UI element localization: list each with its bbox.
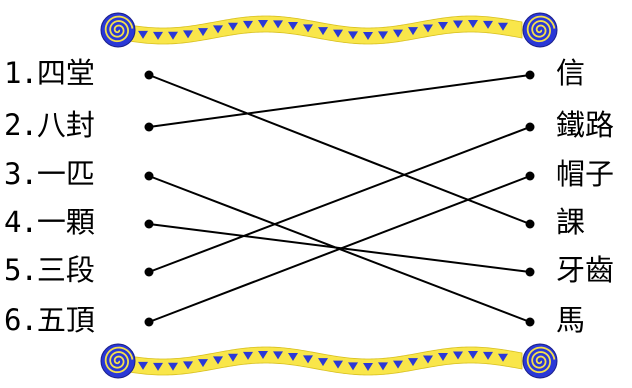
left-item-1: 1.四堂	[4, 59, 95, 88]
right-dot[interactable]	[526, 268, 535, 277]
right-dot[interactable]	[526, 123, 535, 132]
left-item-5: 5.三段	[4, 256, 95, 285]
left-item-6: 6.五頂	[4, 306, 95, 335]
item-number: 3.	[4, 157, 37, 191]
bottom-decorative-border	[101, 344, 557, 378]
measure-word: 三段	[37, 253, 95, 287]
left-dot[interactable]	[145, 318, 154, 327]
right-dot[interactable]	[526, 71, 535, 80]
item-number: 5.	[4, 253, 37, 287]
measure-word: 一顆	[37, 205, 95, 239]
left-dot[interactable]	[145, 172, 154, 181]
left-item-4: 4.一顆	[4, 208, 95, 237]
left-dot[interactable]	[145, 268, 154, 277]
connection-line	[149, 75, 530, 127]
right-item-1: 信	[556, 59, 585, 88]
right-item-5: 牙齒	[556, 256, 614, 285]
right-dot[interactable]	[526, 318, 535, 327]
wavy-ribbon	[112, 347, 522, 375]
right-item-3: 帽子	[556, 160, 614, 189]
spiral-icon	[523, 344, 557, 378]
measure-word: 四堂	[37, 56, 95, 90]
spiral-icon	[101, 13, 135, 47]
left-dot[interactable]	[145, 220, 154, 229]
connection-lines	[149, 75, 530, 322]
wavy-ribbon	[112, 16, 522, 44]
right-dot[interactable]	[526, 172, 535, 181]
item-number: 6.	[4, 303, 37, 337]
right-item-4: 課	[556, 208, 585, 237]
right-item-6: 馬	[556, 306, 585, 335]
spiral-icon	[523, 13, 557, 47]
spiral-icon	[101, 344, 135, 378]
left-dot[interactable]	[145, 71, 154, 80]
item-number: 4.	[4, 205, 37, 239]
measure-word: 五頂	[37, 303, 95, 337]
right-dot[interactable]	[526, 220, 535, 229]
measure-word: 一匹	[37, 157, 95, 191]
item-number: 2.	[4, 108, 37, 142]
right-item-2: 鐵路	[556, 111, 614, 140]
left-item-3: 3.一匹	[4, 160, 95, 189]
measure-word: 八封	[37, 108, 95, 142]
left-dot[interactable]	[145, 123, 154, 132]
top-decorative-border	[101, 13, 557, 47]
item-number: 1.	[4, 56, 37, 90]
left-item-2: 2.八封	[4, 111, 95, 140]
